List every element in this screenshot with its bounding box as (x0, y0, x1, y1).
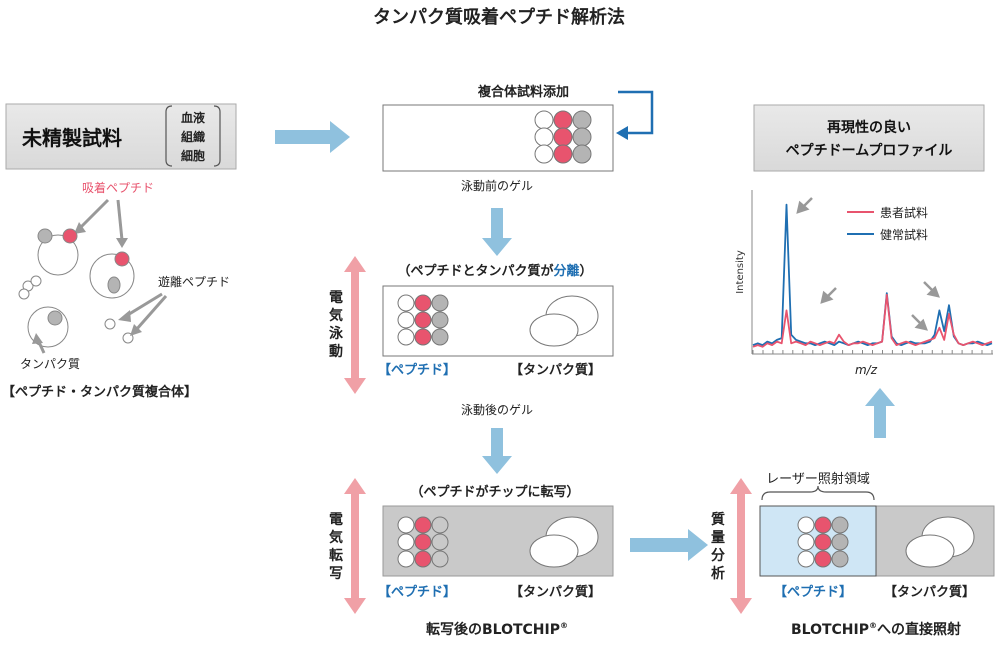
x-minor-ticks (752, 350, 993, 354)
laser-area-label: レーザー照射領域 (766, 471, 870, 487)
result-title-box (753, 104, 985, 172)
peptide-band-chip (397, 516, 449, 568)
electrotransfer-arrow (344, 478, 366, 614)
legend-label-healthy: 健常試料 (880, 227, 928, 242)
mass-analysis-char-1: 質 (711, 511, 725, 528)
protein-band-direct (905, 516, 975, 568)
gray-peptide-dot (47, 310, 63, 326)
sample-type-bracket (165, 105, 221, 167)
complex-caption: 【ペプチド・タンパク質複合体】 (2, 384, 197, 400)
sample-type-tissue: 組織 (181, 129, 205, 144)
electrophoresis-char-2: 気 (329, 307, 343, 324)
crude-sample-box (5, 103, 237, 170)
mass-analysis-char-3: 分 (711, 548, 725, 564)
free-peptide-label: 遊離ペプチド (158, 274, 230, 289)
gray-peptide-dot (107, 276, 121, 294)
pointer-arrowhead-3 (118, 310, 131, 322)
protein-caption-chip: 【タンパク質】 (510, 584, 601, 600)
direct-irradiation-label: BLOTCHIP®への直接照射 (791, 621, 961, 638)
complex-illustration (18, 228, 135, 348)
flow-arrow-up (865, 388, 895, 438)
electrophoresis-char-1: 電 (329, 289, 343, 306)
x-axis-label: m/z (855, 363, 878, 377)
electrotransfer-char-3: 転 (329, 547, 343, 564)
peptide-caption-gel: 【ペプチド】 (378, 362, 456, 378)
sample-type-cell: 細胞 (181, 148, 205, 163)
peptide-band-laser (797, 516, 849, 568)
protein-blob (37, 234, 79, 276)
flow-arrow-down-2 (482, 428, 512, 474)
protein-label: タンパク質 (20, 356, 80, 371)
electrophoresis-arrow (344, 256, 366, 394)
peptide-caption-direct: 【ペプチド】 (774, 584, 852, 600)
series-line-patient (752, 293, 993, 348)
mass-analysis-arrow (730, 478, 752, 614)
sample-type-blood: 血液 (181, 110, 205, 125)
flow-arrow-right-1 (275, 121, 350, 153)
add-sample-label: 複合体試料添加 (477, 84, 569, 100)
gel-before-label: 泳動前のゲル (461, 178, 533, 193)
result-title-line1: 再現性の良い (827, 119, 911, 136)
separation-label: （ペプチドとタンパク質が分離） (397, 263, 592, 279)
peak-pointers (796, 197, 940, 331)
page-title: タンパク質吸着ペプチド解析法 (373, 6, 625, 28)
flow-arrow-down-1 (482, 208, 512, 256)
add-sample-arrow (618, 90, 654, 135)
peptide-caption-chip: 【ペプチド】 (378, 584, 456, 600)
protein-caption-gel: 【タンパク質】 (510, 362, 601, 378)
protein-band-gel (529, 295, 599, 347)
red-peptide-dot (114, 251, 130, 267)
sample-cluster (534, 110, 592, 164)
adsorbed-peptide-pointers (78, 198, 124, 241)
electrotransfer-char-1: 電 (329, 511, 343, 528)
red-peptide-dot (62, 228, 78, 244)
electrophoresis-char-4: 動 (329, 343, 343, 360)
free-peptide-dot (18, 288, 30, 300)
result-title-line2: ペプチドームプロファイル (786, 143, 953, 159)
series-lines (752, 203, 993, 348)
chip-after-label: 転写後のBLOTCHIP® (426, 621, 568, 638)
transfer-label: （ペプチドがチップに転写） (410, 484, 579, 500)
gel-after-label: 泳動後のゲル (461, 403, 533, 417)
pointer-arrowhead-2 (116, 238, 128, 248)
electrotransfer-char-2: 気 (329, 529, 343, 546)
gray-peptide-dot (37, 228, 53, 244)
free-peptide-dot (30, 275, 42, 287)
pointer-arrowhead-1 (74, 222, 86, 234)
laser-area-brace (761, 485, 875, 501)
pointer-arrowhead-4 (130, 324, 142, 336)
protein-caption-direct: 【タンパク質】 (884, 584, 975, 600)
y-axis-label: Intensity (735, 250, 746, 294)
electrophoresis-char-3: 泳 (329, 325, 344, 342)
add-sample-arrowhead (616, 126, 628, 140)
protein-band-chip (529, 516, 599, 568)
flow-arrow-right-2 (630, 529, 708, 561)
crude-sample-label: 未精製試料 (22, 126, 122, 150)
legend-label-patient: 患者試料 (880, 205, 928, 220)
peptide-band-gel (397, 294, 449, 346)
mass-analysis-char-4: 析 (711, 565, 725, 582)
spectrum-chart: Intensity m/z 患者試料 健常試料 (735, 188, 995, 377)
mass-analysis-char-2: 量 (711, 530, 725, 546)
free-peptide-pointers (125, 292, 168, 331)
free-peptide-dot (104, 318, 116, 330)
pointer-arrowhead-5 (32, 333, 43, 344)
electrotransfer-char-4: 写 (329, 566, 343, 582)
adsorbed-peptide-label: 吸着ペプチド (82, 180, 154, 195)
